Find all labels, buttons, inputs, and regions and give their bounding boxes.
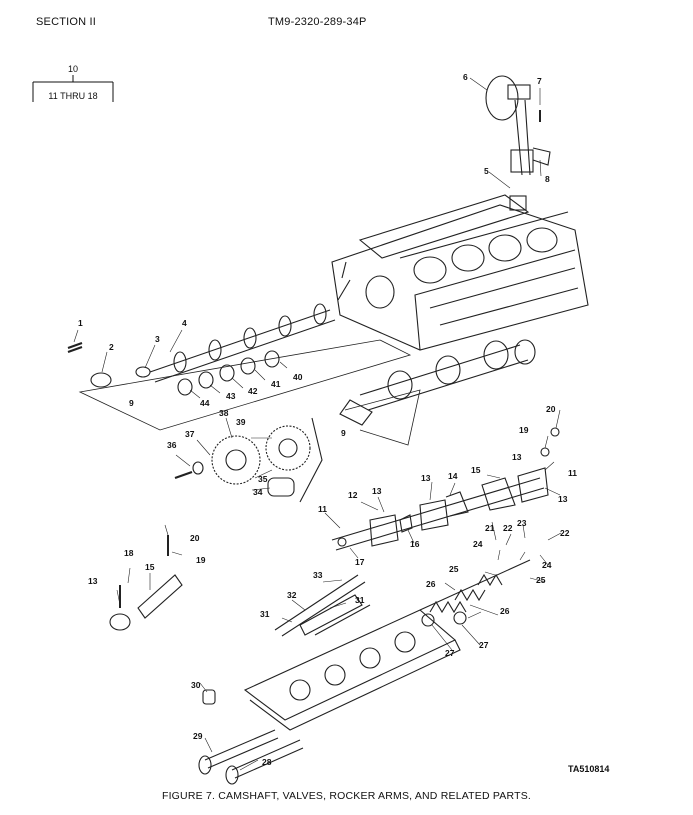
callout-2: 2 — [109, 342, 114, 352]
callout-40: 40 — [293, 372, 303, 382]
callout-35: 35 — [258, 474, 268, 484]
callout-5: 5 — [484, 166, 489, 176]
callout-42: 42 — [248, 386, 258, 396]
push-rods — [274, 574, 371, 637]
callout-12: 12 — [348, 490, 358, 500]
callout-9a: 9 — [129, 398, 134, 408]
callout-4: 4 — [182, 318, 187, 328]
callout-14: 14 — [448, 471, 458, 481]
callout-20b: 20 — [190, 533, 200, 543]
callout-11a: 11 — [318, 504, 327, 514]
callout-25a: 25 — [449, 564, 459, 574]
callout-37: 37 — [185, 429, 195, 439]
callout-18: 18 — [124, 548, 134, 558]
callout-27b: 27 — [479, 640, 489, 650]
callout-21: 21 — [485, 523, 495, 533]
valves — [198, 689, 304, 785]
callout-23: 23 — [517, 518, 527, 528]
crankshaft — [339, 339, 536, 426]
manual-number: TM9-2320-289-34P — [268, 16, 367, 28]
callout-13a: 13 — [372, 486, 382, 496]
callout-33: 33 — [313, 570, 323, 580]
callout-29: 29 — [193, 731, 203, 741]
cam-bearings — [177, 350, 280, 396]
figure-caption: FIGURE 7. CAMSHAFT, VALVES, ROCKER ARMS,… — [161, 790, 532, 802]
callout-19b: 19 — [196, 555, 206, 565]
key-box-number: 10 — [67, 64, 78, 74]
parts-key-box: 10 11 THRU 18 — [30, 60, 116, 104]
callout-26a: 26 — [426, 579, 436, 589]
callout-39: 39 — [236, 417, 246, 427]
callout-3: 3 — [155, 334, 160, 344]
callout-31a: 31 — [260, 609, 270, 619]
callout-9b: 9 — [341, 428, 346, 438]
callout-22b: 22 — [560, 528, 570, 538]
camshaft — [67, 303, 336, 388]
callout-22a: 22 — [503, 523, 513, 533]
callout-44: 44 — [200, 398, 210, 408]
valve-springs — [421, 573, 503, 627]
callout-32: 32 — [287, 590, 297, 600]
cylinder-head — [243, 559, 531, 731]
callout-11b: 11 — [568, 468, 577, 478]
callout-20a: 20 — [546, 404, 556, 414]
callout-31b: 31 — [355, 595, 365, 605]
callout-34: 34 — [253, 487, 263, 497]
callout-24a: 24 — [473, 539, 483, 549]
callout-7: 7 — [537, 76, 542, 86]
callout-41: 41 — [271, 379, 281, 389]
callout-38: 38 — [219, 408, 229, 418]
engine-block — [331, 194, 589, 351]
callout-16: 16 — [410, 539, 420, 549]
callout-15a: 15 — [471, 465, 481, 475]
timing-gears — [174, 417, 323, 503]
callout-28: 28 — [262, 757, 272, 767]
callout-30: 30 — [191, 680, 201, 690]
callout-1: 1 — [78, 318, 83, 328]
lifter-bracket — [109, 535, 183, 631]
callout-8: 8 — [545, 174, 550, 184]
rocker-shaft-assembly — [331, 427, 560, 551]
ta-code: TA510814 — [568, 764, 610, 774]
callout-13c: 13 — [512, 452, 522, 462]
callout-13d: 13 — [558, 494, 568, 504]
callout-15b: 15 — [145, 562, 155, 572]
callout-25b: 25 — [536, 575, 546, 585]
callout-24b: 24 — [542, 560, 552, 570]
key-box-range: 11 THRU 18 — [48, 91, 98, 101]
callout-13e: 13 — [88, 576, 98, 586]
callout-13b: 13 — [421, 473, 431, 483]
callout-36: 36 — [167, 440, 177, 450]
callout-17: 17 — [355, 557, 365, 567]
callout-43: 43 — [226, 391, 236, 401]
oil-pump-drive — [485, 75, 551, 211]
section-label: SECTION II — [36, 16, 97, 28]
callout-19a: 19 — [519, 425, 529, 435]
callout-26b: 26 — [500, 606, 510, 616]
callout-6: 6 — [463, 72, 468, 82]
callout-27a: 27 — [445, 648, 455, 658]
